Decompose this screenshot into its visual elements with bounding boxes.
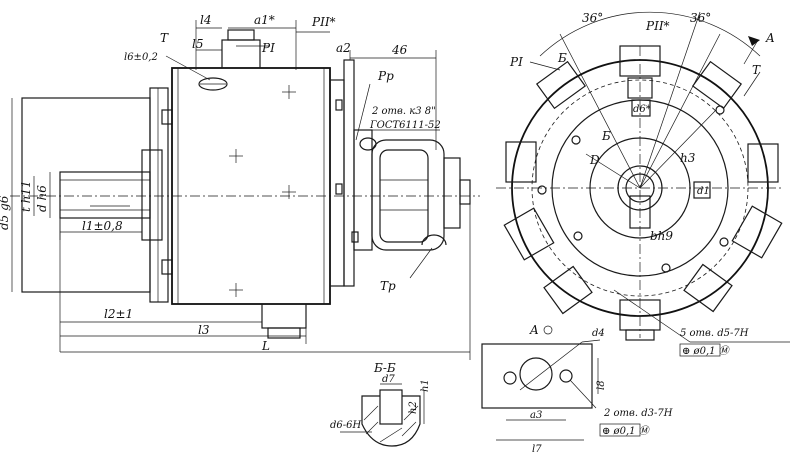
label-p2-front: PII* (645, 19, 670, 33)
label-gost: ГОСТ6111-52 (369, 120, 441, 131)
label-d7: d7 (382, 374, 395, 385)
label-tol2: ⊕ ø0,1 Ⓜ (602, 425, 651, 437)
center-marks (229, 85, 296, 297)
label-d5g6: d5 g6 (0, 195, 11, 230)
label-l7: l7 (532, 444, 542, 455)
front-view: 36° 36° PII* A PI Б T d6* Б D h3 d1 bh9 … (496, 11, 790, 357)
label-holes2: 2 отв. d3-7H (603, 408, 673, 419)
label-t-front: T (752, 63, 761, 77)
label-h3: h3 (680, 151, 696, 165)
label-angle2: 36° (690, 11, 711, 25)
center-bore (519, 357, 553, 391)
label-a2: a2 (336, 41, 351, 55)
label-tol1: ⊕ ø0,1 Ⓜ (682, 345, 731, 357)
label-L: L (261, 339, 270, 353)
label-p1-side: PI (261, 41, 275, 55)
bottom-fitting (261, 303, 307, 329)
label-p2: PII* (311, 15, 336, 29)
label-d6: d6* (633, 104, 651, 115)
view-a-plate (481, 343, 593, 409)
top-fitting (221, 39, 261, 69)
label-l3: l3 (198, 323, 210, 337)
flange-plate (149, 87, 169, 303)
label-tp: Tp (380, 279, 396, 293)
label-l1: l1±0,8 (82, 219, 123, 233)
label-d4: d4 (592, 328, 605, 339)
label-holes5: 5 отв. d5-7H (680, 328, 749, 339)
label-b2: Б (601, 129, 611, 143)
label-l4: l4 (200, 13, 211, 27)
label-l2: l2±1 (104, 307, 133, 321)
motor (371, 139, 445, 251)
label-a3: a3 (530, 410, 542, 421)
label-d1: d1 (697, 186, 710, 197)
angle-arc (539, 11, 761, 57)
label-section: Б-Б (373, 361, 396, 375)
label-l8: l8 (596, 380, 607, 390)
label-dh6: d h6 (35, 185, 49, 212)
label-h1: h1 (420, 379, 431, 392)
port-t (198, 77, 228, 91)
label-angle1: 36° (582, 11, 603, 25)
label-46: 46 (391, 43, 408, 57)
side-view: l4 a1* PII* T l5 PI l6±0,2 a2 46 Pp 2 от… (0, 13, 480, 360)
label-t-top: T (160, 31, 169, 45)
section-bb: Б-Б d7 h1 h2 d6-6H (330, 361, 431, 447)
label-holes-top: 2 отв. к3 8" (371, 106, 436, 117)
label-d6-6h: d6-6H (330, 420, 362, 431)
label-l5: l5 (192, 37, 203, 51)
label-b1: Б (557, 51, 567, 65)
label-a-view: A (765, 31, 775, 45)
label-a1: a1* (254, 13, 275, 27)
label-pp: Pp (377, 69, 394, 83)
main-housing (171, 67, 331, 305)
label-l6: l6±0,2 (124, 52, 158, 63)
label-bh9: bh9 (650, 229, 673, 243)
label-a-view2: A (529, 323, 539, 337)
dimension-lines (11, 20, 471, 360)
label-D: D (589, 153, 600, 167)
view-a: A d4 l8 a3 2 отв. d3-7H ⊕ ø0,1 Ⓜ l7 (481, 323, 673, 455)
radial-fittings (503, 45, 783, 341)
shaft (59, 171, 151, 219)
d1-box (693, 181, 711, 199)
side-plate (329, 79, 345, 287)
label-th11: t h11 (19, 180, 33, 212)
label-p1-front: PI (509, 55, 523, 69)
label-h2: h2 (408, 401, 419, 414)
